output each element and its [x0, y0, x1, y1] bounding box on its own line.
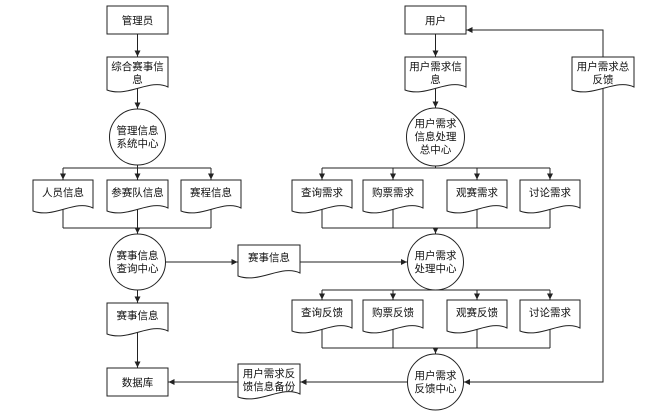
admin-box — [106, 5, 169, 35]
demand-master-center-label-line1: 用户需求 — [415, 117, 457, 130]
node-discuss-feedback: 讨论需求 — [519, 299, 581, 334]
node-user-demand-info: 用户需求信 息 — [404, 56, 467, 93]
node-demand-master-center: 用户需求 信息处理 总中心 — [406, 107, 465, 167]
purchase-feedback-document — [362, 299, 424, 334]
user-box — [404, 5, 467, 35]
database-box — [106, 367, 169, 397]
event-info-transfer-document — [237, 244, 301, 279]
query-feedback-document — [291, 299, 353, 334]
purchase-feedback-label: 购票反馈 — [372, 306, 414, 319]
event-info-output-label: 赛事信息 — [117, 309, 159, 322]
feedback-row: 查询反馈 购票反馈 观赛反馈 讨论需求 — [291, 299, 581, 334]
node-database: 数据库 — [106, 367, 169, 397]
admin-label: 管理员 — [122, 14, 154, 27]
total-feedback-document — [571, 56, 635, 93]
feedback-backup-label-line2: 馈信息备份 — [243, 380, 296, 393]
watch-demand-document — [446, 179, 508, 214]
demand-master-center-label-line2: 信息处理 — [415, 130, 457, 143]
connectors — [60, 27, 604, 385]
watch-demand-label: 观赛需求 — [456, 186, 498, 199]
watch-feedback-label: 观赛反馈 — [456, 306, 498, 319]
demand-master-center-label-line3: 总中心 — [420, 143, 452, 156]
node-feedback-backup: 用户需求反 馈信息备份 — [237, 363, 301, 400]
personnel-info-label: 人员信息 — [42, 186, 84, 199]
node-watch-demand: 观赛需求 — [446, 179, 508, 214]
node-purchase-feedback: 购票反馈 — [362, 299, 424, 334]
user-demand-info-document — [404, 56, 467, 93]
management-center-circle — [109, 108, 166, 166]
purchase-demand-label: 购票需求 — [372, 186, 414, 199]
demand-processing-center-circle — [407, 233, 464, 291]
schedule-info-document — [180, 179, 242, 214]
database-label: 数据库 — [122, 376, 154, 389]
node-management-center: 管理信息 系统中心 — [109, 108, 166, 166]
user-demand-info-label-line1: 用户需求信 — [409, 60, 462, 73]
total-feedback-label-line1: 用户需求总 — [577, 60, 630, 73]
node-event-info-output: 赛事信息 — [106, 302, 169, 337]
node-feedback-center: 用户需求 反馈中心 — [407, 353, 464, 411]
event-info-transfer-label: 赛事信息 — [248, 251, 290, 264]
schedule-info-label: 赛程信息 — [190, 186, 232, 199]
discuss-feedback-document — [519, 299, 581, 334]
comprehensive-event-info-document — [106, 56, 169, 93]
node-discuss-demand: 讨论需求 — [519, 179, 581, 214]
feedback-center-label-line2: 反馈中心 — [415, 382, 457, 395]
feedback-center-circle — [407, 353, 464, 411]
node-event-info-transfer: 赛事信息 — [237, 244, 301, 279]
node-query-feedback: 查询反馈 — [291, 299, 353, 334]
discuss-demand-document — [519, 179, 581, 214]
query-feedback-label: 查询反馈 — [301, 306, 343, 319]
management-center-label-line1: 管理信息 — [117, 124, 159, 137]
node-event-query-center: 赛事信息 查询中心 — [109, 233, 166, 291]
node-purchase-demand: 购票需求 — [362, 179, 424, 214]
demand-master-center-circle — [406, 107, 465, 167]
user-demand-info-label-line2: 息 — [430, 73, 441, 86]
management-center-label-line2: 系统中心 — [117, 137, 159, 150]
demand-processing-center-label-line2: 处理中心 — [415, 262, 457, 275]
watch-feedback-document — [446, 299, 508, 334]
query-demand-document — [291, 179, 353, 214]
node-schedule-info: 赛程信息 — [180, 179, 242, 214]
comprehensive-event-info-label-line2: 息 — [132, 73, 143, 86]
comprehensive-event-info-label-line1: 综合赛事信 — [111, 60, 164, 73]
node-watch-feedback: 观赛反馈 — [446, 299, 508, 334]
loop-total-feedback-to-user — [466, 27, 604, 57]
event-info-output-document — [106, 302, 169, 337]
discuss-demand-label: 讨论需求 — [529, 186, 571, 199]
node-demand-processing-center: 用户需求 处理中心 — [407, 233, 464, 291]
demand-row: 查询需求 购票需求 观赛需求 讨论需求 — [291, 179, 581, 214]
loop-total-feedback-to-feedback-center — [464, 88, 604, 385]
node-personnel-info: 人员信息 — [32, 179, 94, 214]
node-comprehensive-event-info: 综合赛事信 息 — [106, 56, 169, 93]
team-info-document — [106, 179, 169, 214]
event-query-center-label-line2: 查询中心 — [117, 262, 159, 275]
demand-processing-center-label-line1: 用户需求 — [415, 249, 457, 262]
user-label: 用户 — [425, 14, 446, 27]
node-total-feedback: 用户需求总 反馈 — [571, 56, 635, 93]
node-admin: 管理员 — [106, 5, 169, 35]
node-user: 用户 — [404, 5, 467, 35]
feedback-backup-label-line1: 用户需求反 — [243, 367, 296, 380]
query-demand-label: 查询需求 — [301, 186, 343, 199]
discuss-feedback-label: 讨论需求 — [529, 306, 571, 319]
feedback-backup-document — [237, 363, 301, 400]
node-team-info: 参赛队信息 — [106, 179, 169, 214]
node-query-demand: 查询需求 — [291, 179, 353, 214]
personnel-info-document — [32, 179, 94, 214]
feedback-center-label-line1: 用户需求 — [415, 369, 457, 382]
purchase-demand-document — [362, 179, 424, 214]
team-info-label: 参赛队信息 — [111, 186, 164, 199]
event-query-center-circle — [109, 233, 166, 291]
total-feedback-label-line2: 反馈 — [593, 73, 614, 86]
event-query-center-label-line1: 赛事信息 — [117, 249, 159, 262]
